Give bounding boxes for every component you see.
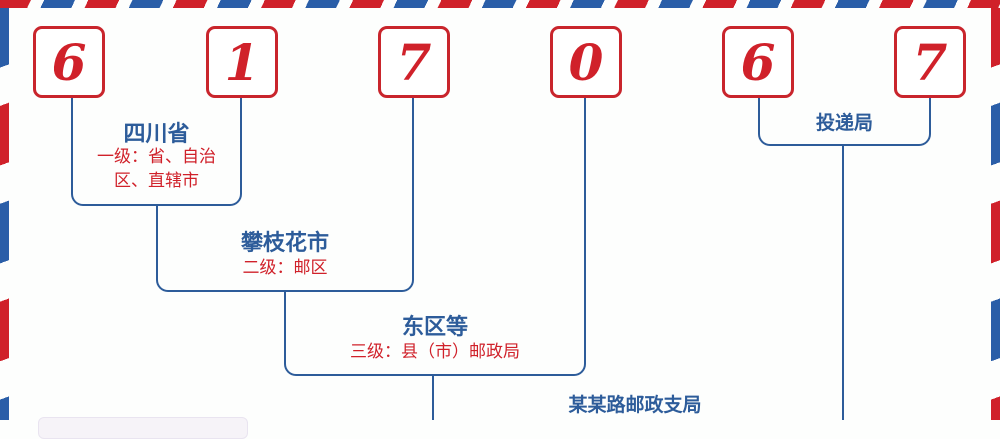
level-1-desc: 一级：省、自治区、直辖市 xyxy=(97,147,216,191)
level-3-name: 东区等 xyxy=(401,314,468,340)
stem-delivery xyxy=(842,146,844,420)
digit-box-4: 0 xyxy=(550,26,622,98)
bottom-panel xyxy=(38,417,248,439)
connector-digit-3 xyxy=(412,98,414,208)
bracket-level-1 xyxy=(71,98,242,206)
bracket-delivery xyxy=(758,98,931,146)
delivery-name: 投递局 xyxy=(815,112,873,134)
level-2-desc: 二级：邮区 xyxy=(242,258,328,278)
level-4-name: 某某路邮政支局 xyxy=(568,394,702,416)
airmail-border-top xyxy=(0,0,1000,8)
digit-box-5: 6 xyxy=(722,26,794,98)
digit-box-3: 7 xyxy=(378,26,450,98)
digit-box-1: 6 xyxy=(33,26,105,98)
stem-3 xyxy=(432,376,434,420)
level-2-name: 攀枝花市 xyxy=(240,230,329,256)
airmail-border-right xyxy=(991,8,1000,420)
level-1-name: 四川省 xyxy=(123,121,190,147)
level-3-desc: 三级：县（市）邮政局 xyxy=(350,342,520,362)
bracket-level-3 xyxy=(284,290,586,376)
airmail-border-left xyxy=(0,8,9,420)
connector-digit-4 xyxy=(584,98,586,292)
digit-box-2: 1 xyxy=(206,26,278,98)
digit-box-6: 7 xyxy=(894,26,966,98)
